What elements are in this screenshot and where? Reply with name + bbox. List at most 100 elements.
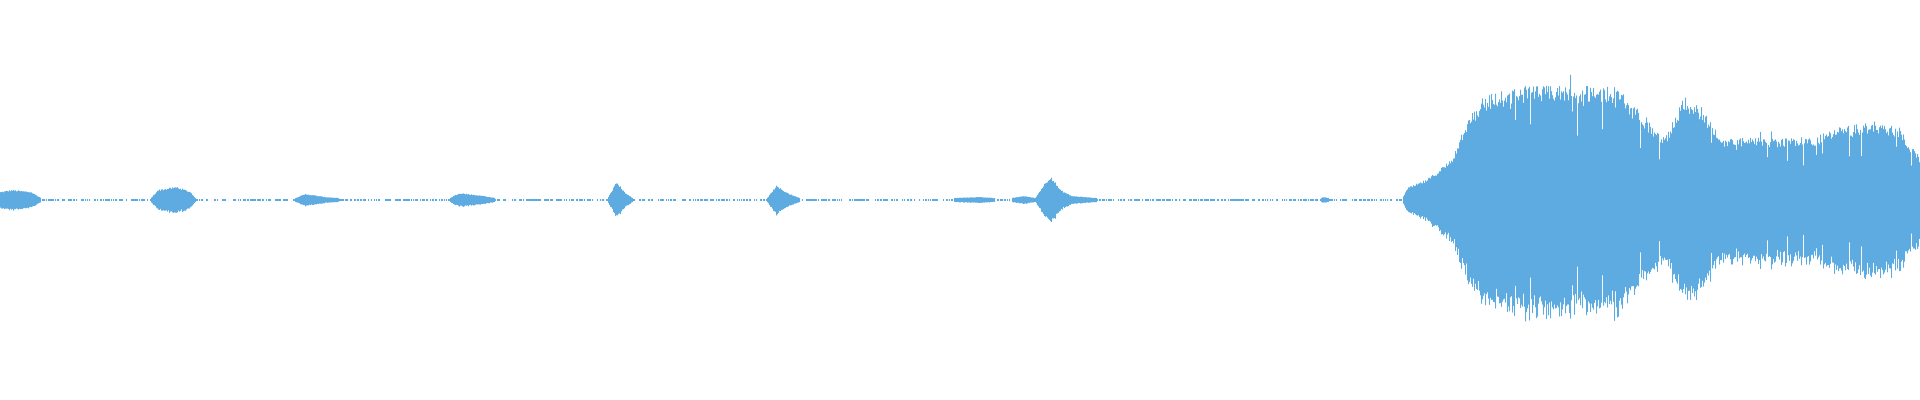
waveform-bar xyxy=(1060,189,1062,211)
waveform-bar xyxy=(799,198,801,203)
waveform-bar xyxy=(1042,187,1044,213)
waveform-bar xyxy=(634,199,636,201)
waveform-bar xyxy=(441,199,443,201)
waveform-bar xyxy=(1374,199,1376,201)
waveform-bar xyxy=(1500,102,1502,304)
waveform-bar xyxy=(1741,146,1743,258)
waveform-bar xyxy=(1067,193,1069,207)
waveform-bar xyxy=(387,199,389,201)
waveform-bar xyxy=(97,199,99,201)
waveform-bar xyxy=(776,185,778,216)
waveform-bar xyxy=(1214,199,1216,201)
waveform-bar xyxy=(1501,91,1503,307)
waveform-bar xyxy=(609,194,611,206)
waveform-bar xyxy=(704,199,706,201)
waveform-bar xyxy=(1029,196,1031,204)
waveform-bar xyxy=(448,199,450,201)
waveform-bar xyxy=(775,187,777,212)
waveform-bar xyxy=(207,199,209,201)
waveform-bar xyxy=(132,199,134,201)
waveform-bar xyxy=(328,197,330,203)
waveform-bar xyxy=(1234,199,1236,201)
waveform-bar xyxy=(1321,197,1323,203)
waveform-bar xyxy=(270,199,272,201)
waveform-bar xyxy=(587,199,589,201)
waveform-bar xyxy=(1440,171,1442,231)
waveform-bar xyxy=(327,197,329,203)
waveform-bar xyxy=(1417,184,1419,216)
waveform-bar xyxy=(235,199,237,201)
waveform-bar xyxy=(1438,173,1440,228)
waveform-bar xyxy=(1075,196,1077,204)
waveform-bar xyxy=(1565,87,1567,314)
waveform-bar xyxy=(1628,105,1630,295)
waveform-bar xyxy=(174,187,176,213)
waveform-bar xyxy=(1340,199,1342,201)
waveform-bar xyxy=(427,199,429,201)
waveform-bar xyxy=(1794,140,1796,257)
waveform-bar xyxy=(133,199,135,201)
waveform-bar xyxy=(225,199,227,201)
waveform-bar xyxy=(1743,141,1745,255)
waveform-bar xyxy=(1839,127,1841,269)
waveform-bar xyxy=(1733,144,1735,259)
waveform-bar xyxy=(880,199,882,201)
waveform-bar xyxy=(1751,142,1753,261)
waveform-bar xyxy=(1476,111,1478,289)
waveform-bar xyxy=(561,199,563,201)
waveform-bar xyxy=(1470,123,1472,278)
waveform-bar xyxy=(980,197,982,203)
waveform-bar xyxy=(15,190,17,210)
waveform-bar xyxy=(452,196,454,204)
waveform-bar xyxy=(450,197,452,202)
waveform-bar xyxy=(245,199,247,201)
waveform-bar xyxy=(1554,100,1556,305)
waveform-bar xyxy=(1435,175,1437,225)
waveform-bar xyxy=(1543,86,1545,315)
waveform-bar xyxy=(1172,199,1174,201)
waveform-bar xyxy=(997,199,999,201)
waveform-bar xyxy=(269,199,271,201)
waveform-bar xyxy=(926,199,928,201)
waveform-bar xyxy=(1813,144,1815,259)
waveform-bar xyxy=(868,199,870,201)
waveform-bar xyxy=(1039,191,1041,208)
waveform-bar xyxy=(777,186,779,215)
waveform-bar xyxy=(1047,182,1049,218)
waveform-bar xyxy=(1840,127,1842,269)
waveform-bar xyxy=(1511,103,1513,297)
waveform-bar xyxy=(1550,86,1552,319)
waveform-bar xyxy=(798,197,800,203)
waveform-bar xyxy=(1311,199,1313,201)
waveform-bar xyxy=(240,199,242,201)
waveform-bar xyxy=(1562,92,1564,310)
waveform-bar xyxy=(1033,197,1035,203)
waveform-bar xyxy=(520,199,522,201)
waveform-bar xyxy=(486,196,488,204)
waveform-bar xyxy=(711,199,713,201)
waveform-bar xyxy=(1184,199,1186,201)
waveform-bar xyxy=(278,199,280,201)
waveform-bar xyxy=(1663,137,1665,261)
waveform-bar xyxy=(767,197,769,203)
waveform-bar xyxy=(1498,102,1500,297)
waveform-bar xyxy=(532,199,534,201)
waveform-bar xyxy=(1313,199,1315,201)
waveform-bar xyxy=(1527,98,1529,309)
waveform-bar xyxy=(111,199,113,201)
waveform-bar xyxy=(1598,94,1600,300)
waveform-bar xyxy=(1236,199,1238,201)
waveform-bar xyxy=(483,196,485,204)
waveform-bar xyxy=(433,199,435,201)
waveform-bar xyxy=(789,194,791,206)
waveform-bar xyxy=(1078,196,1080,204)
waveform-bar xyxy=(134,199,136,201)
waveform-bar xyxy=(548,199,550,201)
waveform-bar xyxy=(683,199,685,201)
waveform-bar xyxy=(528,199,530,201)
waveform-bar xyxy=(1504,100,1506,299)
waveform-bar xyxy=(301,195,303,205)
waveform-bar xyxy=(652,199,654,201)
waveform-bar xyxy=(1594,96,1596,304)
